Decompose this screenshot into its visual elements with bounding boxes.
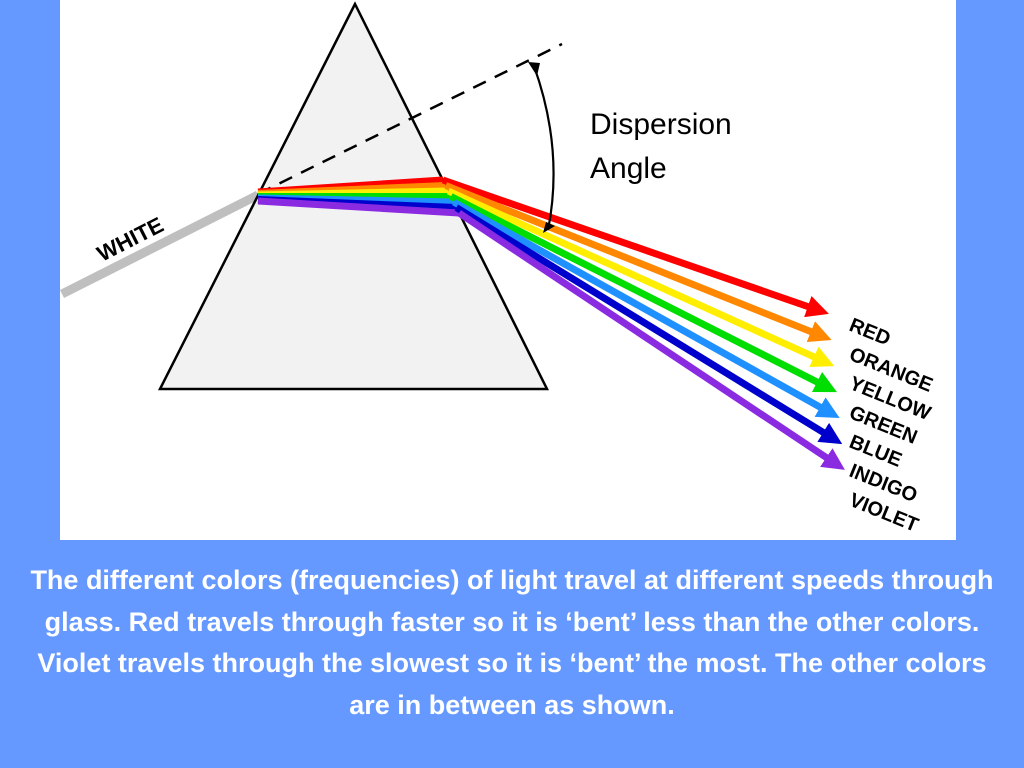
dispersion-angle-arc: [532, 65, 555, 231]
beam-arrow-yellow: [446, 187, 835, 368]
caption-text: The different colors (frequencies) of li…: [30, 565, 994, 720]
dispersion-label-line2: Angle: [590, 152, 667, 185]
reference-dashed-line: [257, 42, 563, 196]
arc-arrowhead-top: [528, 62, 540, 76]
beam-arrow-orange: [444, 182, 832, 343]
beam-arrow-red: [441, 176, 829, 318]
arc-arrowhead-bottom: [543, 222, 555, 233]
beam-arrow-blue: [451, 198, 840, 419]
prism-diagram: WHITE Dispersion Angle REDORANGEYELLOWGR…: [60, 1, 936, 537]
inner-beams: [257, 176, 460, 217]
inner-beam-violet: [257, 197, 460, 217]
white-beam: [60, 190, 261, 299]
beam-arrow-green: [449, 193, 837, 393]
outer-beams: [441, 176, 845, 470]
dispersion-label-line1: Dispersion: [590, 108, 732, 141]
beam-arrow-indigo: [454, 204, 843, 445]
beam-arrow-violet: [457, 210, 845, 470]
